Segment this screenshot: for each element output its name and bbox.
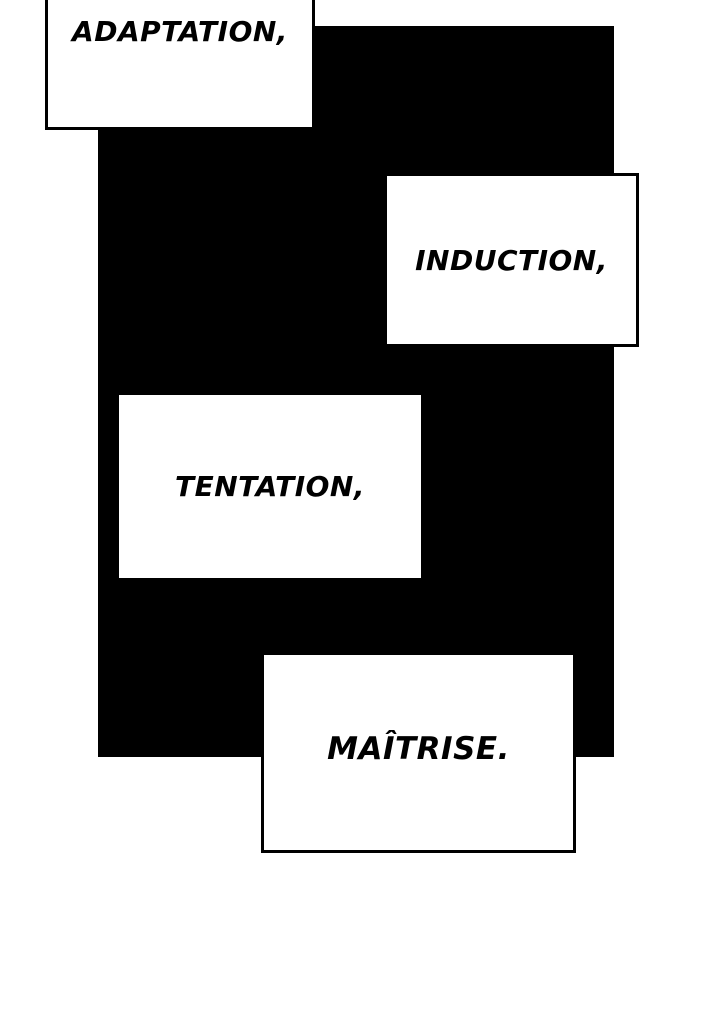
- caption-text-maitrise: MAÎTRISE.: [327, 730, 510, 767]
- caption-text-adaptation: ADAPTATION,: [72, 15, 288, 48]
- caption-box-induction: INDUCTION,: [384, 173, 639, 347]
- caption-text-tentation: TENTATION,: [175, 470, 365, 503]
- black-panel-background: [98, 26, 614, 757]
- caption-text-induction: INDUCTION,: [415, 243, 608, 277]
- caption-box-maitrise: MAÎTRISE.: [261, 652, 576, 853]
- caption-box-tentation: TENTATION,: [119, 395, 421, 578]
- caption-box-adaptation: ADAPTATION,: [45, 0, 315, 130]
